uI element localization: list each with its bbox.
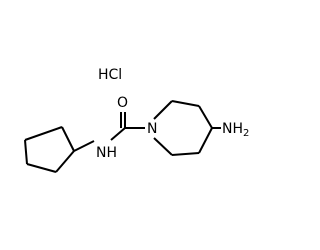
bond-cp-3 [26,163,57,173]
amine-nh2-label: NH2 [222,121,249,139]
bond-pip-5 [171,152,200,156]
cyclopentyl-ring [24,126,75,173]
bond-pip-3 [198,105,213,129]
bond-pip-1 [153,100,173,120]
bond-pip-2 [171,100,200,107]
bond-pip-6 [153,137,173,156]
hcl-label: HCl [98,67,122,83]
piperidine-nitrogen-label: N [147,121,157,137]
bond-cp-nh [73,140,95,152]
carbonyl-oxygen-label: O [117,95,128,111]
amine-h: H [232,121,243,137]
amine-n: N [222,121,232,137]
bond-cp-2 [55,150,75,173]
amine-subscript: 2 [243,128,249,139]
amide-nh-label: NH [96,145,117,161]
bond-pip-4 [198,127,213,154]
bond-cp-1 [61,126,75,152]
bond-cp-4 [24,139,28,165]
bond-nh-carbonyl [110,127,126,141]
piperidine-ring [153,100,213,156]
molecule-structure: HCl NH O N NH2 [24,67,249,173]
bond-cp-5 [24,126,63,141]
